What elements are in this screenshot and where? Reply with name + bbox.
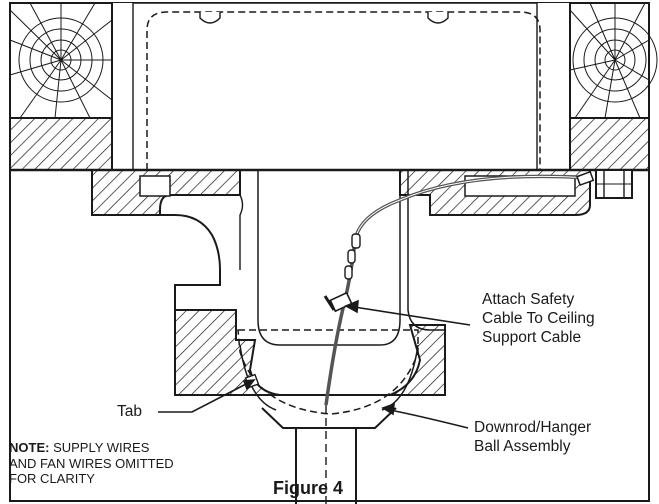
outlet-box bbox=[111, 3, 571, 171]
attach-arrowhead bbox=[344, 299, 359, 314]
left-ceiling-joist bbox=[9, 2, 113, 119]
tab-label: Tab bbox=[117, 403, 142, 420]
attach-line-3: Support Cable bbox=[482, 329, 582, 346]
note-text-1: SUPPLY WIRES bbox=[49, 440, 150, 455]
downrod-line-1: Downrod/Hanger bbox=[474, 419, 592, 436]
outlet-box-screws bbox=[199, 12, 449, 24]
downrod-line-2: Ball Assembly bbox=[474, 438, 571, 455]
note-block: NOTE: SUPPLY WIRES AND FAN WIRES OMITTED… bbox=[9, 440, 174, 487]
downrod-arrowhead bbox=[381, 402, 395, 416]
attach-leader bbox=[353, 306, 471, 326]
ball-dashed bbox=[237, 329, 419, 415]
outlet-box-inner bbox=[132, 2, 538, 170]
tab-leader bbox=[158, 382, 249, 413]
downrod-ball-label: Downrod/Hanger Ball Assembly bbox=[474, 418, 591, 456]
attach-safety-cable-label: Attach Safety Cable To Ceiling Support C… bbox=[482, 290, 595, 347]
note-line-1: NOTE: SUPPLY WIRES bbox=[9, 440, 174, 456]
attach-line-1: Attach Safety bbox=[482, 291, 575, 308]
figure-title: Figure 4 bbox=[273, 478, 344, 498]
callout-leaders bbox=[158, 299, 471, 429]
note-prefix: NOTE: bbox=[9, 440, 50, 455]
right-ceiling-joist bbox=[569, 2, 658, 119]
downrod-leader bbox=[389, 409, 469, 429]
ball-cup bbox=[174, 309, 446, 396]
note-line-3: FOR CLARITY bbox=[9, 471, 95, 486]
attach-line-2: Cable To Ceiling bbox=[482, 310, 595, 327]
hanger-bracket bbox=[91, 169, 591, 396]
downrod bbox=[261, 405, 397, 504]
safety-cable bbox=[323, 170, 595, 406]
note-line-2: AND FAN WIRES OMITTED bbox=[9, 455, 174, 471]
outlet-box-dashed bbox=[146, 11, 541, 170]
tab-arrowhead bbox=[242, 379, 256, 391]
hex-nut bbox=[595, 169, 633, 199]
